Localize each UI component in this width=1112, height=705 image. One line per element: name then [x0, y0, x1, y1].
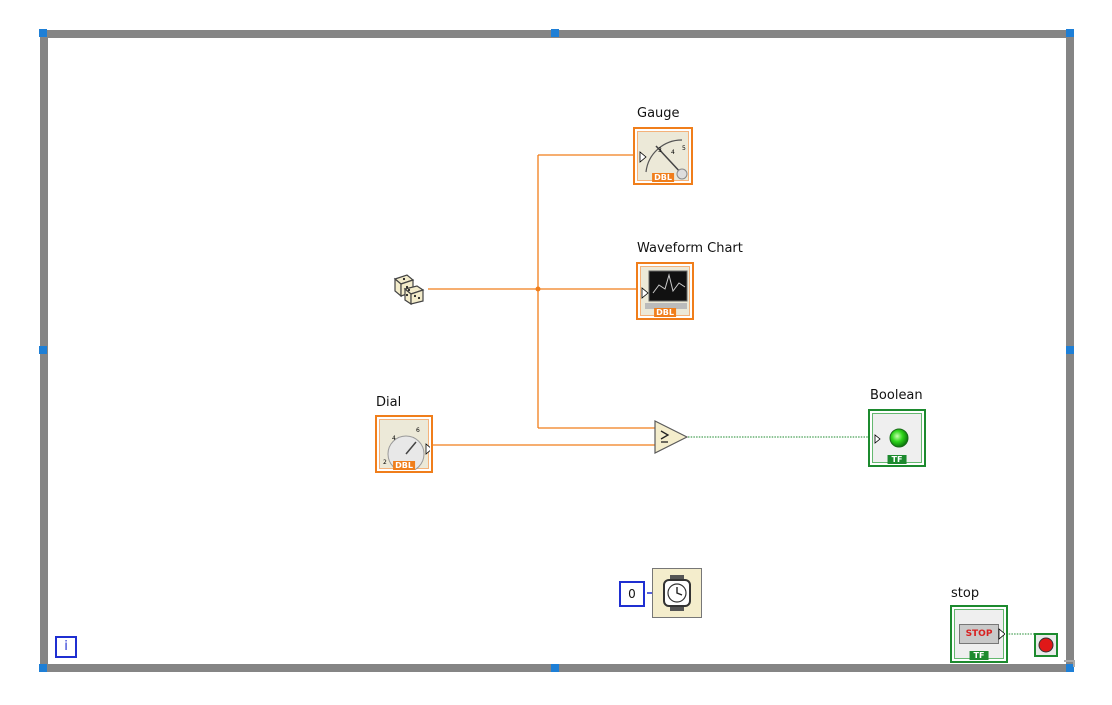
gauge-label[interactable]: Gauge	[637, 106, 680, 121]
dice-icon	[393, 274, 425, 306]
stop-button-face: STOP	[959, 624, 999, 644]
led-icon	[874, 428, 909, 448]
wait-constant[interactable]: 0	[619, 581, 645, 607]
boolean-type-badge: TF	[887, 455, 907, 464]
wait-ms-icon	[663, 575, 691, 611]
resize-handle-bottom-left[interactable]	[39, 664, 47, 672]
gauge-icon: 3 4 5	[639, 139, 688, 180]
resize-handle-top-left[interactable]	[39, 29, 47, 37]
output-arrow-icon	[998, 628, 1005, 640]
resize-handle-top-center[interactable]	[551, 29, 559, 37]
resize-handle-bottom-right[interactable]	[1066, 664, 1074, 672]
greater-or-equal-icon	[654, 420, 689, 454]
wire-junction-dot	[535, 286, 541, 292]
svg-text:5: 5	[682, 145, 686, 152]
waveform-chart-icon	[641, 270, 688, 309]
dial-type-badge: DBL	[393, 461, 415, 470]
stop-label[interactable]: stop	[951, 586, 980, 601]
boolean-label[interactable]: Boolean	[870, 388, 923, 403]
stop-type-badge: TF	[969, 651, 989, 660]
stop-button-terminal[interactable]: STOP TF	[950, 605, 1008, 663]
chart-type-badge: DBL	[654, 308, 676, 317]
resize-handle-middle-left[interactable]	[39, 346, 47, 354]
waveform-chart-terminal[interactable]: DBL	[636, 262, 694, 320]
gauge-indicator-terminal[interactable]: 3 4 5 DBL	[633, 127, 693, 185]
svg-text:4: 4	[671, 149, 675, 156]
waveform-chart-label[interactable]: Waveform Chart	[637, 241, 743, 256]
svg-text:4: 4	[392, 435, 396, 442]
resize-handle-middle-right[interactable]	[1066, 346, 1074, 354]
greater-or-equal-function[interactable]	[654, 420, 689, 454]
random-number-function[interactable]	[391, 271, 427, 307]
resize-handle-top-right[interactable]	[1066, 29, 1074, 37]
gauge-type-badge: DBL	[652, 173, 674, 182]
svg-text:6: 6	[416, 427, 420, 434]
dial-label[interactable]: Dial	[376, 395, 402, 410]
wait-ms-function[interactable]	[652, 568, 702, 618]
loop-condition-terminal[interactable]	[1034, 633, 1058, 657]
boolean-indicator-terminal[interactable]: TF	[868, 409, 926, 467]
resize-handle-bottom-center[interactable]	[551, 664, 559, 672]
svg-text:2: 2	[383, 459, 387, 466]
stop-sign-icon	[1038, 637, 1054, 653]
dial-control-terminal[interactable]: 4 6 2 DBL	[375, 415, 433, 473]
loop-corner-icon	[1064, 660, 1075, 667]
svg-text:3: 3	[658, 147, 662, 154]
iteration-terminal[interactable]: i	[55, 636, 77, 658]
